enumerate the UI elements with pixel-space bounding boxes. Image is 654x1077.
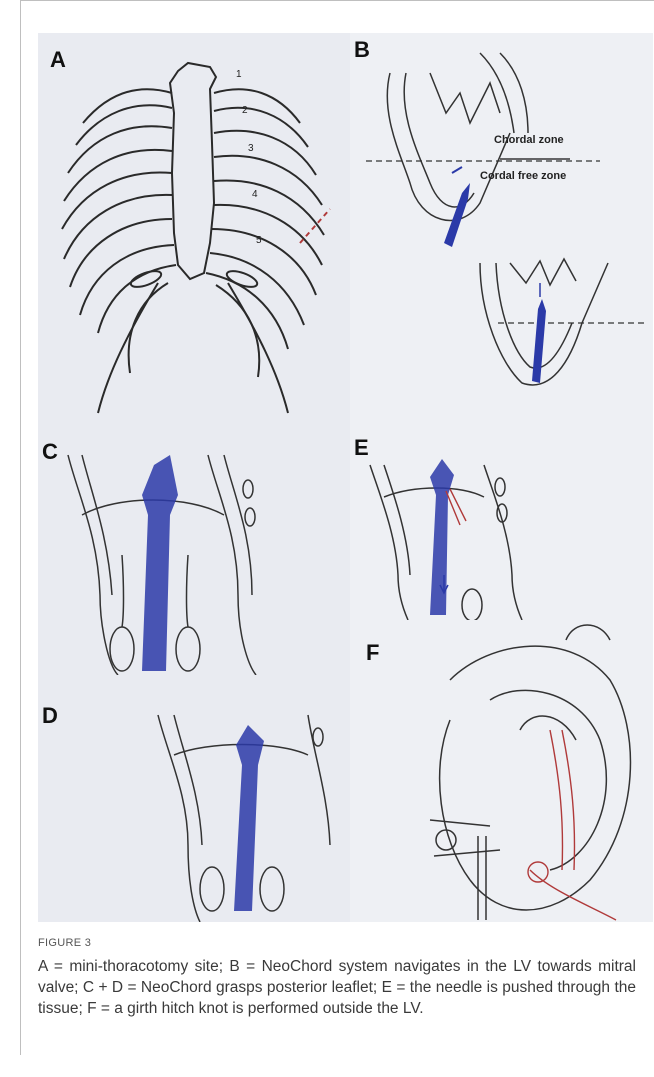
page-border-left — [20, 0, 21, 1055]
panel-f: F — [350, 620, 653, 922]
chordal-zone-label: Chordal zone — [494, 134, 564, 146]
panel-label-d: D — [42, 703, 58, 729]
girth-hitch-knot-drawing — [350, 620, 653, 922]
panel-c: C — [38, 435, 350, 675]
rib-number-1: 1 — [236, 69, 242, 80]
panel-label-a: A — [50, 47, 66, 73]
leaflet-grasp-drawing-c — [38, 435, 350, 675]
rib-number-2: 2 — [242, 105, 248, 116]
lv-navigation-drawing: Chordal zone Cordal free zone — [350, 33, 653, 435]
panel-e: E — [350, 435, 653, 620]
caption-text: A = mini-thoracotomy site; B = NeoChord … — [38, 956, 636, 1019]
page-border-top — [20, 0, 654, 1]
panel-label-b: B — [354, 37, 370, 63]
caption-figure-label: FIGURE 3 — [38, 933, 636, 954]
figure-3: 1 2 3 4 5 A — [38, 33, 653, 922]
panel-a: 1 2 3 4 5 A — [38, 33, 350, 435]
figure-caption: FIGURE 3 A = mini-thoracotomy site; B = … — [38, 933, 636, 1019]
panel-d: D — [38, 675, 350, 922]
rib-cage-drawing: 1 2 3 4 5 — [38, 33, 350, 435]
rib-number-3: 3 — [248, 143, 254, 154]
panel-label-e: E — [354, 435, 369, 461]
leaflet-grasp-drawing-d — [38, 675, 350, 922]
panel-label-f: F — [366, 640, 379, 666]
rib-number-4: 4 — [252, 189, 258, 200]
panel-label-c: C — [42, 439, 58, 465]
needle-push-drawing — [350, 435, 653, 620]
panel-b: Chordal zone Cordal free zone B — [350, 33, 653, 435]
cordal-free-zone-label: Cordal free zone — [480, 170, 566, 182]
rib-number-5: 5 — [256, 235, 262, 246]
